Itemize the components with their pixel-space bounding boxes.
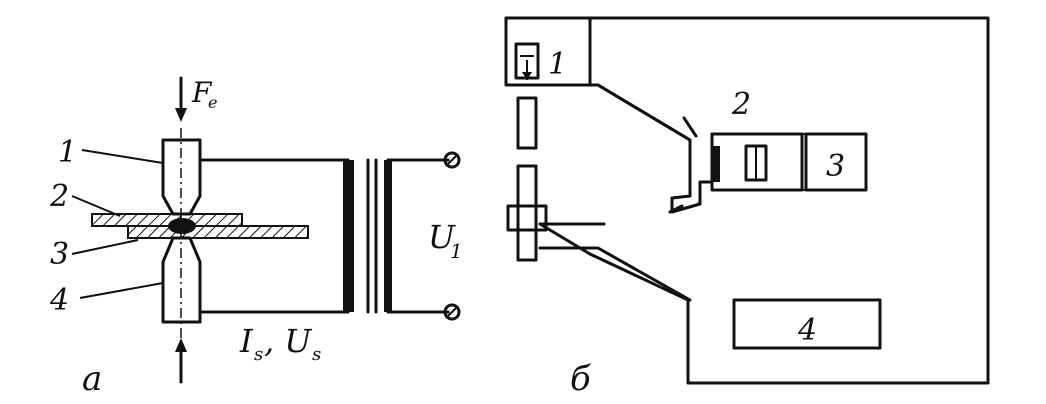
force-arrow-bottom bbox=[175, 338, 187, 384]
upper-sheet bbox=[91, 213, 243, 227]
upper-rod bbox=[516, 96, 538, 150]
terminal-bottom bbox=[443, 303, 461, 321]
primary-voltage-label: U bbox=[428, 218, 456, 256]
callout-b-4: 4 bbox=[797, 313, 817, 348]
primary-voltage-sub: 1 bbox=[450, 239, 463, 263]
machine-frame bbox=[504, 16, 990, 385]
secondary-voltage-label: , U bbox=[264, 322, 312, 360]
control-unit-3 bbox=[804, 132, 868, 192]
bracket-top bbox=[682, 116, 698, 138]
secondary-winding bbox=[343, 160, 354, 312]
figure-b-caption: б bbox=[570, 359, 591, 399]
secondary-current-label: I bbox=[239, 322, 254, 360]
callout-a-1: 1 bbox=[58, 135, 77, 170]
callout-b-2: 2 bbox=[731, 87, 751, 122]
primary-winding bbox=[384, 160, 392, 312]
figure-a: F e 1 2 3 4 bbox=[49, 76, 463, 399]
secondary-current-sub: s bbox=[254, 344, 263, 365]
weld-nugget bbox=[168, 218, 196, 234]
bracket-bottom bbox=[668, 204, 684, 214]
lower-rod bbox=[516, 164, 538, 262]
secondary-winding-b bbox=[712, 146, 720, 182]
lower-clamp bbox=[506, 204, 548, 232]
lower-sheet bbox=[127, 225, 309, 239]
force-arrow-top bbox=[175, 76, 187, 122]
figure-a-caption: а bbox=[82, 359, 102, 399]
lower-arm-edge bbox=[538, 246, 692, 302]
secondary-voltage-sub: s bbox=[312, 344, 321, 365]
force-subscript: e bbox=[208, 93, 217, 112]
callout-b-1: 1 bbox=[548, 47, 567, 82]
callout-a-4: 4 bbox=[49, 283, 69, 318]
callout-leader-1 bbox=[81, 149, 164, 164]
force-label: F bbox=[191, 76, 213, 109]
callout-leader-3 bbox=[71, 239, 139, 255]
upper-arm bbox=[504, 16, 592, 87]
callout-a-3: 3 bbox=[50, 237, 69, 272]
callout-leader-4 bbox=[79, 282, 164, 299]
callout-leader-2 bbox=[71, 195, 121, 217]
callout-a-2: 2 bbox=[49, 179, 69, 214]
unit-4-block bbox=[732, 298, 882, 350]
terminal-top bbox=[443, 151, 461, 169]
figure-b: 1 2 3 4 б bbox=[504, 16, 990, 399]
upper-arm-edge bbox=[596, 83, 692, 142]
transformer-box bbox=[710, 132, 804, 192]
callout-b-3: 3 bbox=[826, 149, 845, 184]
